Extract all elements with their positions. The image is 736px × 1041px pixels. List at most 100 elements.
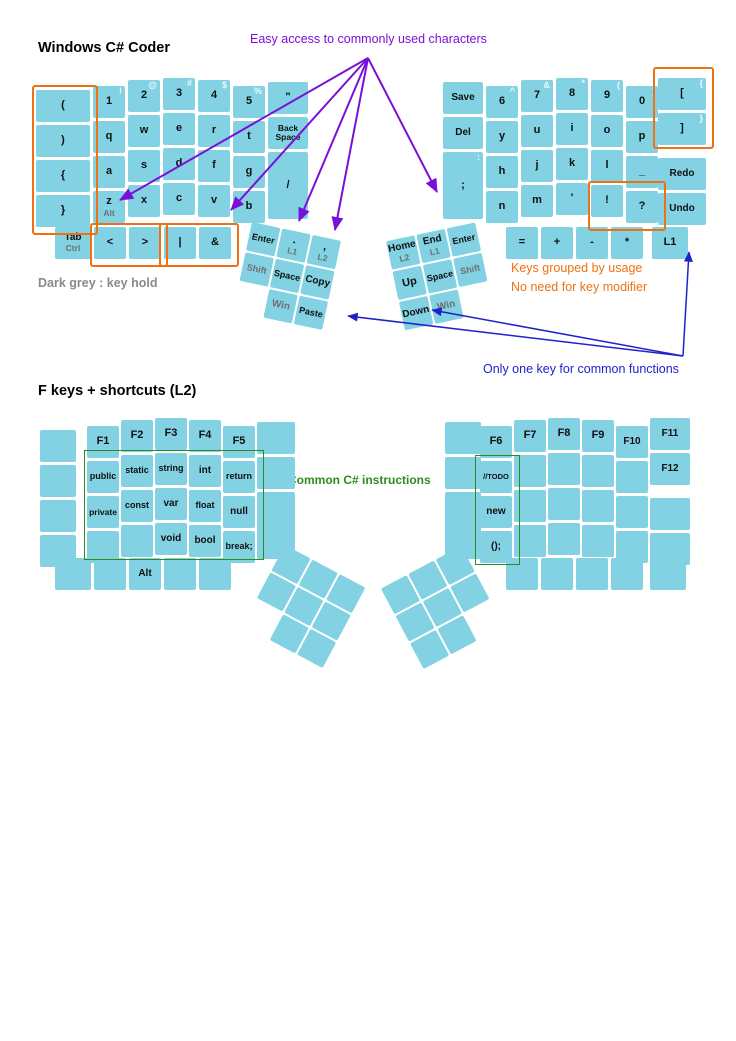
key-symbol: = <box>506 227 538 259</box>
key-blank <box>40 465 76 497</box>
key-blank <box>94 558 126 590</box>
key-blank <box>257 422 295 454</box>
key-4: $4 <box>198 80 230 112</box>
key-symbol: :; <box>443 152 483 219</box>
key-symbol: | <box>164 227 196 259</box>
box-csharp-right <box>475 455 520 565</box>
key-blank <box>582 490 614 522</box>
thumb-cluster <box>241 545 367 671</box>
key-back-space: Back Space <box>268 117 308 149</box>
key-static: static <box>121 455 153 487</box>
key-6: ^6 <box>486 86 518 118</box>
key-f8: F8 <box>548 418 580 450</box>
highlight-angle-keys <box>90 223 168 267</box>
key-alt: Alt <box>129 558 161 590</box>
key-symbol: + <box>541 227 573 259</box>
key-m: m <box>521 185 553 217</box>
key-save: Save <box>443 82 483 114</box>
key-int: int <box>189 455 221 487</box>
key-enter: Enter <box>446 222 482 257</box>
key-symbol: / <box>268 152 308 219</box>
key-j: j <box>521 150 553 182</box>
key-blank <box>506 558 538 590</box>
key-win: Win <box>263 289 298 324</box>
key-blank <box>40 430 76 462</box>
key-w: w <box>128 115 160 147</box>
key-symbol: " <box>268 82 308 114</box>
key-blank <box>199 558 231 590</box>
key-5: %5 <box>233 86 265 118</box>
key-blank <box>548 453 580 485</box>
key-b: b <box>233 191 265 223</box>
key-l1: L1 <box>652 227 688 259</box>
key-space: Space <box>269 258 305 294</box>
key-blank <box>55 558 91 590</box>
key-t: t <box>233 121 265 153</box>
highlight-pipe-amp-keys <box>159 223 239 267</box>
key-9: (9 <box>591 80 623 112</box>
key-break: break; <box>223 531 255 563</box>
key-x: x <box>128 185 160 217</box>
key-p: p <box>626 121 658 153</box>
key-n: n <box>486 191 518 223</box>
key-win: Win <box>429 289 464 324</box>
key-del: Del <box>443 117 483 149</box>
note-no-modifier: No need for key modifier <box>511 280 648 294</box>
key-blank <box>541 558 573 590</box>
key-3: #3 <box>163 78 195 110</box>
key-symbol: .L1 <box>276 228 311 263</box>
key-private: private <box>87 496 119 528</box>
key-space: Space <box>422 259 458 294</box>
key-blank <box>445 422 481 454</box>
key-redo: Redo <box>658 158 706 190</box>
key-symbol: ) <box>36 125 90 157</box>
key-blank <box>582 455 614 487</box>
key-null: null <box>223 496 255 528</box>
key-blank <box>616 531 648 563</box>
key-d: d <box>163 148 195 180</box>
key-return: return <box>223 461 255 493</box>
key-2: @2 <box>128 80 160 112</box>
key-blank <box>121 525 153 557</box>
key-symbol: ? <box>626 191 658 223</box>
key-f6: F6 <box>480 426 512 458</box>
key-u: u <box>521 115 553 147</box>
key-symbol: ' <box>556 183 588 215</box>
key-o: o <box>591 115 623 147</box>
key-7: &7 <box>521 80 553 112</box>
key-var: var <box>155 488 187 520</box>
key-y: y <box>486 121 518 153</box>
key-float: float <box>189 490 221 522</box>
key-symbol: (); <box>480 531 512 563</box>
key-k: k <box>556 148 588 180</box>
key-f10: F10 <box>616 426 648 458</box>
key-enter: Enter <box>245 222 281 257</box>
key-blank <box>548 523 580 555</box>
key-todo: //TODO <box>480 461 512 493</box>
key-blank <box>576 558 608 590</box>
key-shift: Shift <box>239 252 274 287</box>
layer1-title: Windows C# Coder <box>38 40 170 56</box>
key-blank <box>582 525 614 557</box>
key-f11: F11 <box>650 418 690 450</box>
key-symbol: > <box>129 227 161 259</box>
note-key-hold: Dark grey : key hold <box>38 276 158 290</box>
layer2-title: F keys + shortcuts (L2) <box>38 383 197 399</box>
highlight-square-brackets <box>653 67 714 149</box>
key-paste: Paste <box>293 295 329 330</box>
key-f4: F4 <box>189 420 221 452</box>
key-symbol: }] <box>658 113 706 145</box>
key-bool: bool <box>189 525 221 557</box>
key-down: Down <box>398 295 434 331</box>
key-symbol: ( <box>36 90 90 122</box>
key-const: const <box>121 490 153 522</box>
key-h: h <box>486 156 518 188</box>
key-public: public <box>87 461 119 493</box>
key-blank <box>650 558 686 590</box>
key-symbol: < <box>94 227 126 259</box>
